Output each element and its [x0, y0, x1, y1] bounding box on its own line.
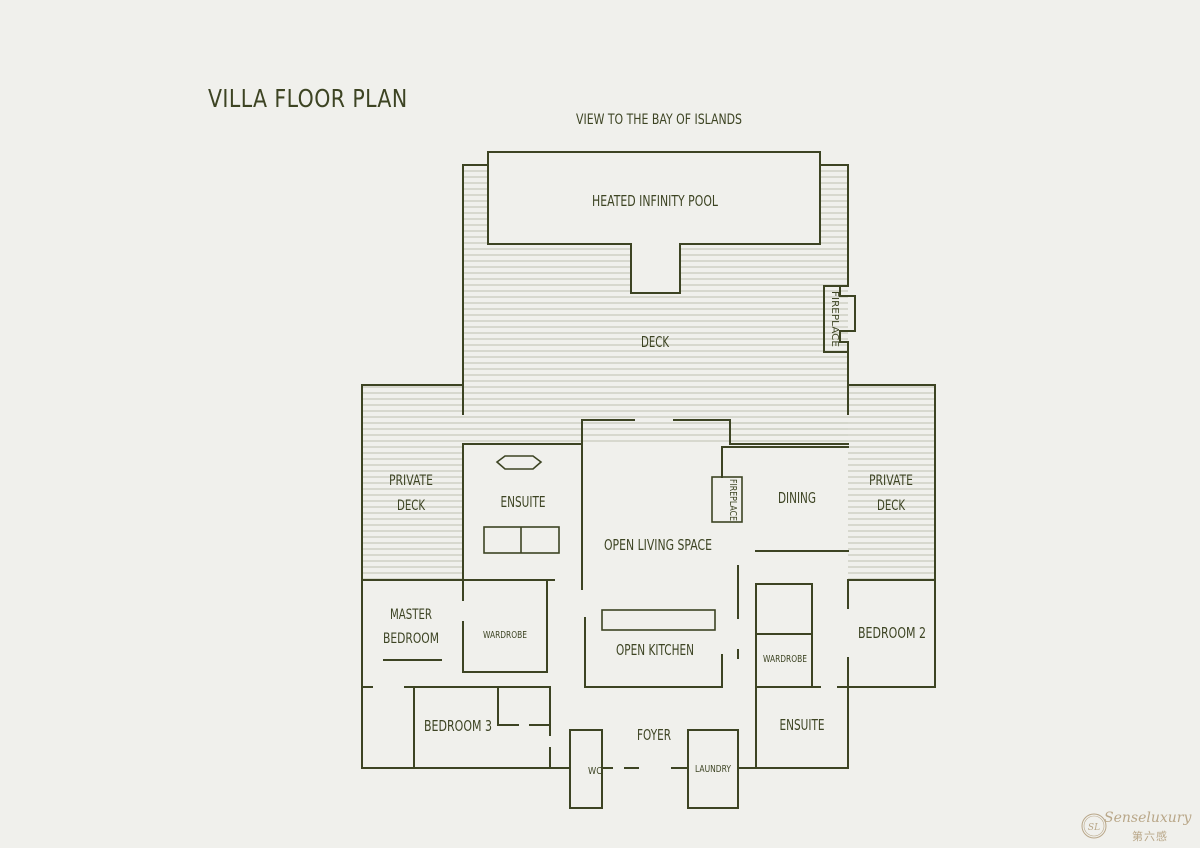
open-kitchen-label: OPEN KITCHEN — [616, 641, 694, 659]
brand-name: Senseluxury — [1104, 810, 1192, 826]
ensuite-bottom-label: ENSUITE — [780, 716, 825, 734]
foyer-label: FOYER — [637, 726, 671, 744]
master-bedroom-label: MASTER — [390, 607, 432, 623]
page-title: VILLA FLOOR PLAN — [208, 84, 408, 113]
master-bedroom-label-2: BEDROOM — [383, 631, 439, 647]
bedroom3-label: BEDROOM 3 — [424, 717, 492, 735]
dining-label: DINING — [778, 489, 816, 507]
private-deck-right-label: PRIVATE — [869, 473, 913, 489]
private-deck-left-label: PRIVATE — [389, 473, 433, 489]
wardrobe-left-label: WARDROBE — [483, 630, 527, 641]
seal-icon: SL — [1081, 813, 1107, 839]
private-deck-right-label-2: DECK — [877, 498, 906, 514]
seal-text: SL — [1088, 823, 1100, 833]
wc-label: WC — [588, 766, 602, 777]
wardrobe-right-label: WARDROBE — [763, 654, 807, 665]
fireplace-inner — [711, 476, 743, 523]
deck-label: DECK — [641, 333, 670, 351]
pool-label: HEATED INFINITY POOL — [592, 192, 718, 210]
laundry-label: LAUNDRY — [695, 764, 732, 775]
brand-chinese: 第六感 — [1132, 830, 1168, 843]
infinity-pool — [487, 151, 821, 294]
private-deck-left-label-2: DECK — [397, 498, 426, 514]
room-labels: VIEW TO THE BAY OF ISLANDS HEATED INFINI… — [383, 112, 926, 777]
bedroom2-label: BEDROOM 2 — [858, 624, 926, 642]
fireplace-inner-label: FIREPLACE — [727, 479, 738, 521]
kitchen-island — [601, 609, 716, 631]
fireplace-top-label: FIREPLACE — [829, 291, 840, 347]
view-label: VIEW TO THE BAY OF ISLANDS — [576, 112, 742, 128]
open-living-label: OPEN LIVING SPACE — [604, 536, 712, 554]
walls — [361, 164, 936, 809]
brand-logo: SL Senseluxury 第六感 — [1080, 808, 1200, 848]
fixtures — [483, 455, 743, 631]
bathtub — [495, 455, 543, 470]
ensuite-top-label: ENSUITE — [501, 493, 546, 511]
